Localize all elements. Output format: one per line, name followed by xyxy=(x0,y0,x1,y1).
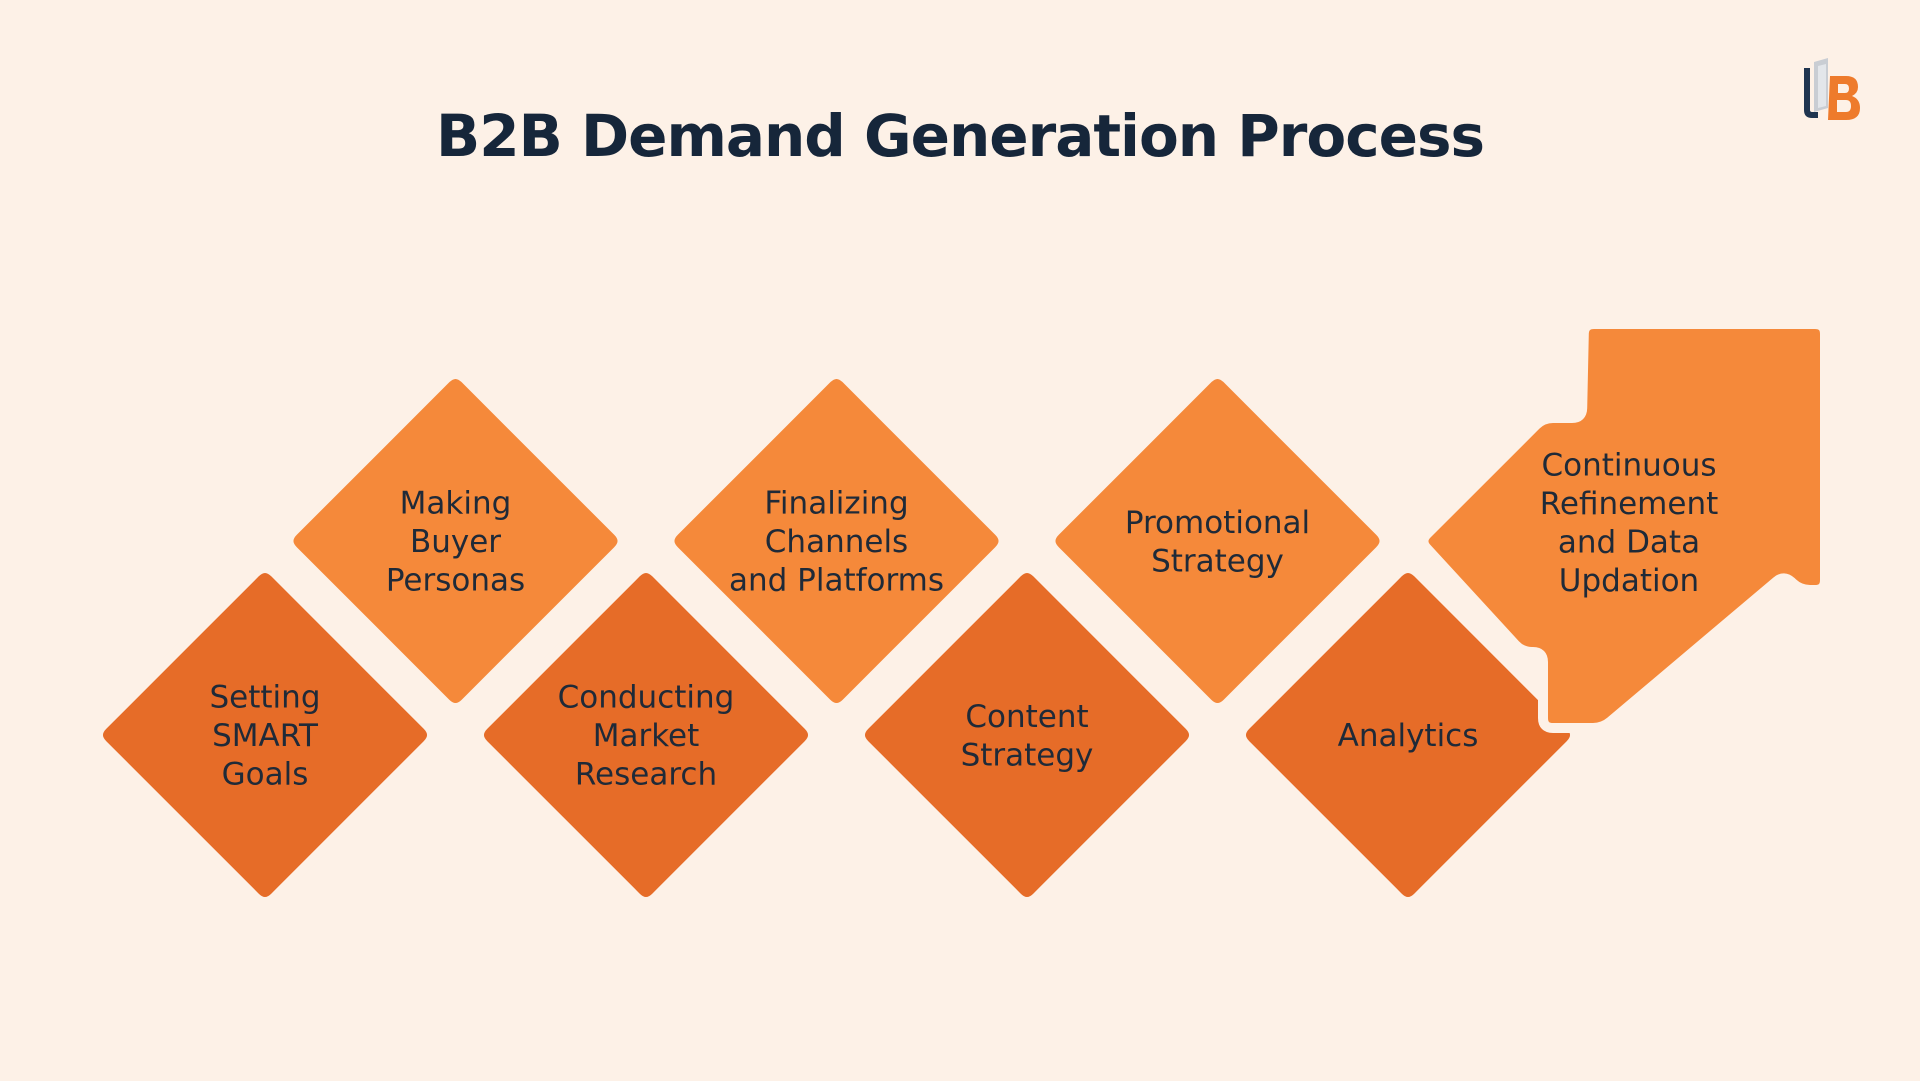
diamond-shape-step-5 xyxy=(854,562,1200,908)
step-label-line: Making xyxy=(400,486,512,522)
step-label-line: Updation xyxy=(1559,563,1699,599)
diamond-shape-step-4 xyxy=(664,368,1009,714)
step-label-line: SMART xyxy=(212,718,319,754)
step-label-line: Analytics xyxy=(1338,718,1479,754)
step-label-line: and Platforms xyxy=(729,563,944,599)
step-label-line: Promotional xyxy=(1125,505,1310,541)
page-title: B2B Demand Generation Process xyxy=(436,102,1485,170)
arrow-shape-step-8 xyxy=(1418,319,1830,733)
step-label-line: Channels xyxy=(765,524,908,560)
step-label-line: Personas xyxy=(386,563,525,599)
step-shapes xyxy=(92,319,1830,908)
step-label-line: Buyer xyxy=(410,524,501,560)
step-label-7: Analytics xyxy=(1338,718,1479,754)
step-label-line: Setting xyxy=(210,680,321,716)
step-label-line: Finalizing xyxy=(764,486,908,522)
step-label-line: Conducting xyxy=(558,680,735,716)
step-label-line: Continuous xyxy=(1541,447,1716,483)
diamond-shape-step-1 xyxy=(92,562,438,908)
step-label-line: Research xyxy=(575,757,717,793)
diamond-shape-step-3 xyxy=(473,562,819,908)
step-label-line: Content xyxy=(965,699,1088,735)
step-label-line: Refinement xyxy=(1540,486,1719,522)
step-label-line: Market xyxy=(593,718,700,754)
step-label-line: and Data xyxy=(1558,524,1700,560)
ub-logo-icon xyxy=(1804,58,1860,120)
diamond-shape-step-6 xyxy=(1045,368,1390,714)
step-label-line: Goals xyxy=(222,757,309,793)
diamond-shape-step-7 xyxy=(1235,562,1581,908)
diamond-shape-step-2 xyxy=(283,368,628,714)
step-label-line: Strategy xyxy=(1151,543,1284,579)
step-label-line: Strategy xyxy=(961,737,1094,773)
